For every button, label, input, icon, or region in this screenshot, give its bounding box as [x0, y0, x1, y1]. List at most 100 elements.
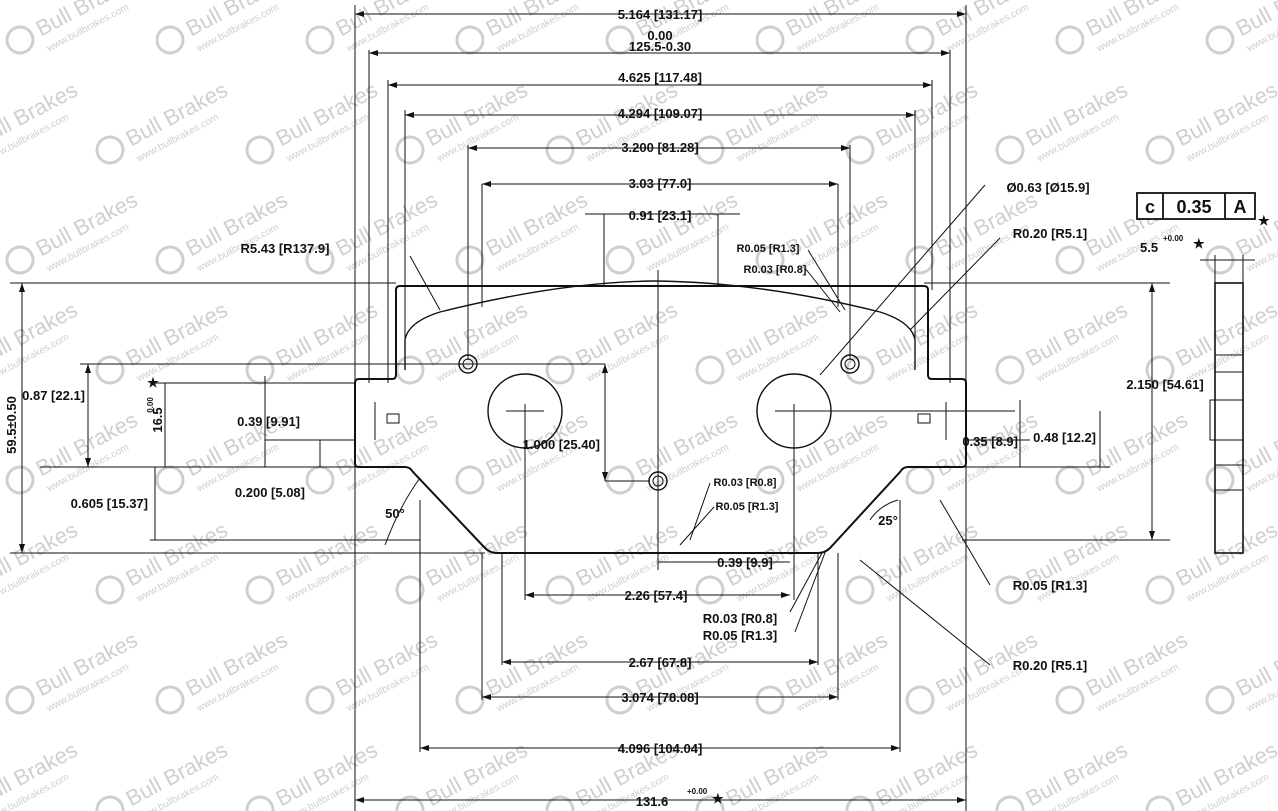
watermark-logo-icon: [1055, 245, 1085, 275]
gdt-datum: A: [1234, 197, 1247, 217]
arrowhead: [355, 797, 364, 803]
watermark-logo-icon: [5, 25, 35, 55]
watermark-logo-icon: [1205, 465, 1235, 495]
arrowhead: [420, 745, 429, 751]
watermark-logo-icon: [245, 135, 275, 165]
dim-r003-top: R0.03 [R0.8]: [744, 264, 807, 276]
watermark-logo-icon: [395, 575, 425, 605]
watermark-logo-icon: [1205, 25, 1235, 55]
dim-h2150: 2.150 [54.61]: [1126, 377, 1203, 392]
watermark-logo-icon: [5, 685, 35, 715]
watermark-logo-icon: [1055, 685, 1085, 715]
dim-4625: 4.625 [117.48]: [618, 70, 702, 85]
watermark-logo-icon: [395, 795, 425, 811]
watermark-logo-icon: [905, 25, 935, 55]
arrowhead: [957, 11, 966, 17]
watermark-logo-icon: [995, 795, 1025, 811]
watermark-logo-icon: [95, 795, 125, 811]
dim-4294: 4.294 [109.07]: [618, 106, 703, 121]
arrowhead: [891, 745, 900, 751]
dim-angle-50: 50°: [385, 506, 405, 521]
watermark-logo-icon: [155, 25, 185, 55]
watermark-logo-icon: [95, 135, 125, 165]
arrowhead: [482, 181, 491, 187]
watermark-logo-icon: [305, 245, 335, 275]
dim-overall-width: 5.164 [131.17]: [618, 7, 703, 22]
watermark-logo-icon: [695, 795, 725, 811]
watermark-logo-icon: [695, 135, 725, 165]
arrowhead: [525, 592, 534, 598]
dim-3200: 3.200 [81.28]: [621, 140, 698, 155]
arrowhead: [1149, 531, 1155, 540]
watermark-logo-icon: [1055, 465, 1085, 495]
gdt-value: 0.35: [1176, 197, 1211, 217]
dim-tol-top: 0.00: [647, 28, 672, 43]
dim-w3074: 3.074 [78.08]: [621, 690, 698, 705]
watermark-logo-icon: [1145, 575, 1175, 605]
watermark-logo-icon: [845, 355, 875, 385]
watermark-logo-icon: [305, 465, 335, 495]
watermark-logo-icon: [905, 685, 935, 715]
watermark-logo-icon: [605, 685, 635, 715]
dim-w267: 2.67 [67.8]: [629, 655, 692, 670]
arrowhead: [355, 11, 364, 17]
watermark-logo-icon: [845, 795, 875, 811]
watermark-logo-icon: [905, 465, 935, 495]
arrowhead: [941, 50, 950, 56]
dim-w226: 2.26 [57.4]: [625, 588, 688, 603]
dim-303: 3.03 [77.0]: [629, 176, 692, 191]
watermark-logo-icon: [545, 575, 575, 605]
arrowhead: [1149, 283, 1155, 292]
watermark-logo-icon: [95, 575, 125, 605]
watermark-logo-icon: [755, 465, 785, 495]
arrowhead: [502, 659, 511, 665]
watermark-logo-icon: [5, 245, 35, 275]
watermark-logo-icon: [245, 795, 275, 811]
dim-r003-mid: R0.03 [R0.8]: [714, 477, 777, 489]
watermark-logo-icon: [995, 575, 1025, 605]
watermark-logo-icon: [155, 245, 185, 275]
arrowhead: [482, 694, 491, 700]
dimension-arrowheads: [19, 11, 1155, 803]
dim-bottom-tol: +0.00: [687, 787, 708, 796]
arrowhead: [19, 544, 25, 553]
dim-bottom-width: 131.6: [636, 794, 669, 809]
watermark-logo-icon: [845, 575, 875, 605]
dim-h0200: 0.200 [5.08]: [235, 485, 305, 500]
watermark-logo-icon: [755, 685, 785, 715]
arrowhead: [829, 181, 838, 187]
watermark-logo-icon: [995, 355, 1025, 385]
watermark-logo-icon: [455, 465, 485, 495]
dim-h165: 16.5: [150, 407, 165, 432]
dim-h0605: 0.605 [15.37]: [71, 496, 148, 511]
watermark-logo-icon: [1145, 355, 1175, 385]
arrowhead: [781, 592, 790, 598]
arrowhead: [85, 458, 91, 467]
dim-w039: 0.39 [9.9]: [717, 555, 773, 570]
watermark-logo-icon: [905, 245, 935, 275]
arrowhead: [809, 659, 818, 665]
watermark-logo-icon: [245, 575, 275, 605]
arrowhead: [468, 145, 477, 151]
watermark-logo-icon: [755, 25, 785, 55]
arrowhead: [85, 364, 91, 373]
arrowhead: [405, 112, 414, 118]
dim-r543: R5.43 [R137.9]: [241, 241, 330, 256]
watermark-logo-icon: [605, 245, 635, 275]
watermark-logo-icon: [155, 685, 185, 715]
watermark-logo-icon: [1145, 135, 1175, 165]
dim-h048: 0.48 [12.2]: [1033, 430, 1096, 445]
watermark-logo-icon: [305, 685, 335, 715]
dim-thickness-tol: +0.00: [1163, 234, 1184, 243]
dimension-lines: [10, 5, 1255, 811]
dim-height-overall: 59.5±0.50: [4, 396, 19, 454]
arrowhead: [602, 472, 608, 481]
dim-angle-25: 25°: [878, 513, 898, 528]
dim-r020-top: R0.20 [R5.1]: [1013, 226, 1087, 241]
watermark-logo-icon: [605, 25, 635, 55]
dim-thickness-star: ★: [1193, 236, 1205, 251]
dim-h1000: 1.000 [25.40]: [523, 437, 600, 452]
watermark-logo-icon: [1145, 795, 1175, 811]
watermark-logo-icon: [545, 135, 575, 165]
